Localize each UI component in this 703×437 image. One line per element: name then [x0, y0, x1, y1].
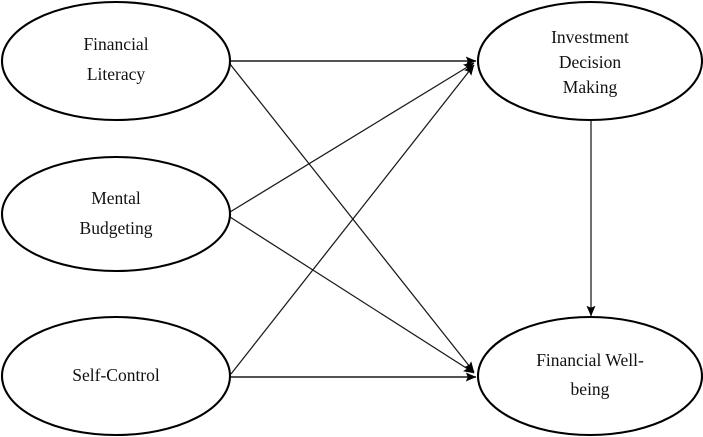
edge-financial-literacy-to-financial-well-being [229, 63, 475, 373]
edge-mental-budgeting-to-investment-decision-making [229, 62, 475, 213]
ellipse-mental-budgeting[interactable] [0, 155, 232, 273]
edge-self-control-to-investment-decision-making [230, 64, 475, 375]
node-label-financial-literacy-line1: Financial [83, 34, 148, 54]
ellipse-financial-literacy[interactable] [0, 0, 232, 122]
node-financial-literacy[interactable]: Financial Literacy [0, 0, 232, 122]
node-label-investment-decision-making-line3: Making [563, 77, 618, 97]
node-label-mental-budgeting-line2: Budgeting [80, 218, 153, 238]
node-mental-budgeting[interactable]: Mental Budgeting [0, 155, 232, 273]
node-label-financial-well-being-line1: Financial Well- [536, 350, 644, 370]
ellipse-financial-well-being[interactable] [476, 315, 703, 437]
node-self-control[interactable]: Self-Control [0, 315, 232, 437]
node-financial-well-being[interactable]: Financial Well- being [476, 315, 703, 437]
edge-mental-budgeting-to-financial-well-being [229, 216, 475, 374]
edge-group [229, 56, 596, 382]
node-label-investment-decision-making-line1: Investment [551, 27, 629, 47]
node-label-investment-decision-making-line2: Decision [559, 52, 621, 72]
node-label-self-control-line1: Self-Control [72, 365, 160, 385]
ellipse-self-control[interactable] [0, 315, 232, 437]
node-label-financial-literacy-line2: Literacy [87, 64, 146, 84]
node-investment-decision-making[interactable]: Investment Decision Making [476, 0, 703, 122]
node-label-financial-well-being-line2: being [571, 379, 610, 399]
ellipse-investment-decision-making[interactable] [476, 0, 703, 122]
node-label-mental-budgeting-line1: Mental [91, 188, 141, 208]
